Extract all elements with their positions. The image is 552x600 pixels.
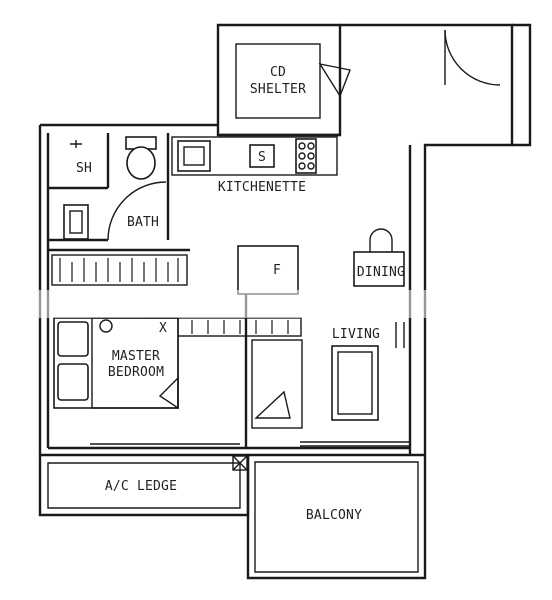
label-dining: DINING (357, 265, 405, 280)
room-labels: CD SHELTER SH BATH S KITCHENETTE F DININ… (76, 65, 405, 523)
fridge-block (237, 245, 303, 429)
master-bedroom (48, 248, 248, 448)
label-bath: BATH (127, 215, 159, 230)
image-artifact-band (0, 290, 552, 318)
label-master-bedroom-line2: BEDROOM (108, 365, 164, 380)
label-fridge-symbol: F (273, 263, 281, 278)
living-area (331, 322, 405, 421)
label-balcony: BALCONY (306, 508, 362, 523)
main-door (444, 29, 501, 86)
label-kitchenette: KITCHENETTE (218, 180, 306, 195)
cd-shelter (235, 43, 351, 119)
label-shower: SH (76, 161, 92, 176)
label-ac-ledge: A/C LEDGE (105, 479, 177, 494)
sliding-door (90, 441, 410, 447)
label-living: LIVING (332, 327, 380, 342)
kitchenette (171, 136, 338, 176)
dining (353, 228, 405, 287)
label-sink-symbol: S (258, 150, 266, 165)
bathroom (48, 133, 170, 242)
label-wardrobe: X (159, 321, 167, 336)
label-cd-shelter-line1: CD (270, 65, 286, 80)
label-master-bedroom-line1: MASTER (112, 349, 160, 364)
label-cd-shelter-line2: SHELTER (250, 82, 306, 97)
ac-vent (232, 455, 248, 471)
